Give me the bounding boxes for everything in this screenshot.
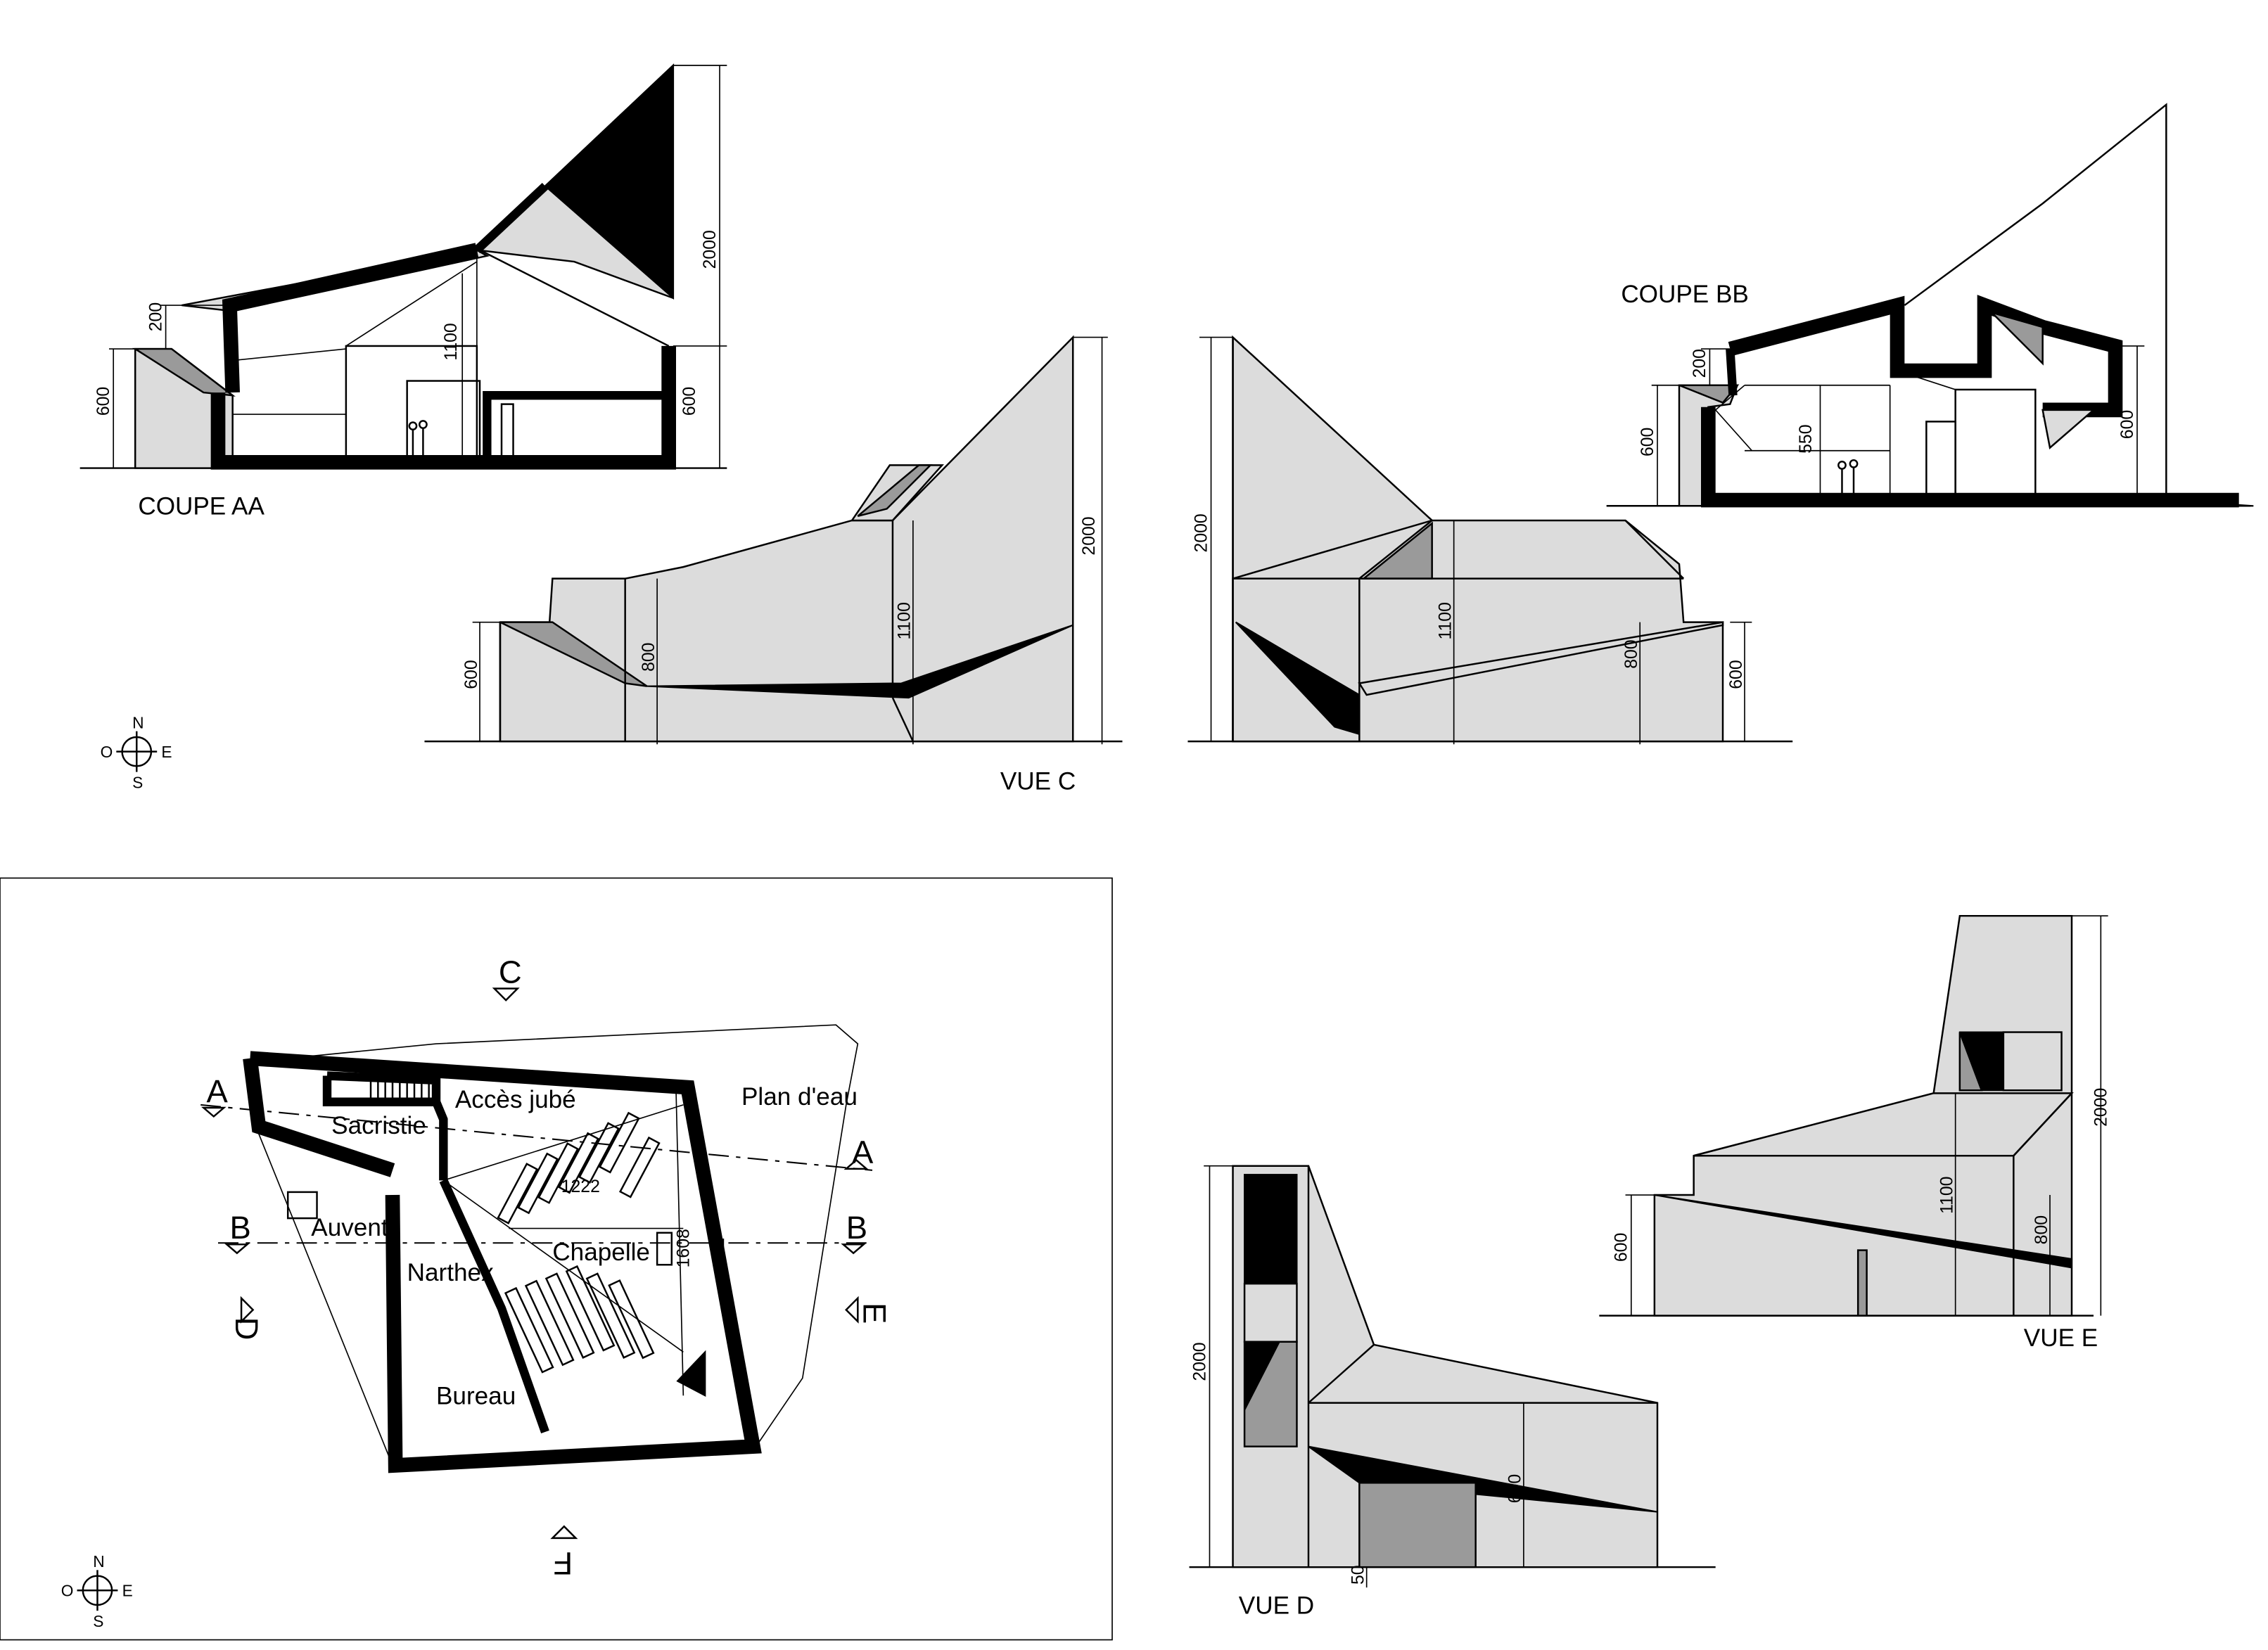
person-figures [1837,459,1859,497]
dim-label: 1100 [442,323,461,360]
compass-e: E [122,1582,133,1600]
room-label: Auvent [311,1214,388,1241]
cut-mark-a: A [852,1134,874,1170]
dim-label: 600 [1638,428,1657,456]
elevation-c: 2000 600 800 1100 VUE C [424,335,1123,795]
elevation-c-opposite: 2000 1100 800 600 [1187,335,1793,745]
compass-n: N [93,1552,104,1571]
floor-plan: A A B B C D E F Sacristie Accès jubé Pla… [0,877,1113,1641]
cut-mark-b: B [846,1210,867,1246]
person-figures [408,420,428,460]
drawing-title: COUPE AA [138,493,265,520]
dim-label: 2000 [1190,1342,1209,1381]
dim-label: 1222 [561,1177,600,1196]
section-aa: 2000 600 200 600 1100 COUPE AA [79,63,727,520]
dim-label: 600 [1727,660,1746,689]
dim-label: 800 [1622,639,1641,668]
room-label: Plan d'eau [741,1083,858,1111]
room-label: Bureau [436,1383,516,1410]
room-label: Accès jubé [455,1086,576,1113]
room-label: Chapelle [552,1239,650,1266]
room-label: Sacristie [331,1112,426,1139]
cut-mark-e: E [857,1303,893,1324]
dim-label: 50 [1349,1565,1368,1585]
stair [369,1080,430,1099]
drawing-title: COUPE BB [1621,281,1749,308]
dim-label: 800 [639,643,658,672]
dim-label: 2000 [1080,516,1099,555]
compass-e: E [161,743,172,761]
dim-label: 600 [1612,1233,1631,1262]
dim-label: 2000 [701,230,720,269]
compass-top: N S E O [101,714,172,792]
compass-s: S [93,1612,103,1630]
compass-s: S [132,773,143,791]
compass-bottom: N S E O [61,1552,133,1630]
dim-label: 800 [2032,1215,2051,1244]
dim-label: 600 [462,660,481,689]
dim-label: 600 [1506,1474,1525,1503]
compass-o: O [61,1582,74,1600]
dim-label: 600 [680,387,699,416]
dim-label: 1100 [896,602,915,639]
dim-label: 200 [146,302,165,331]
dim-label: 200 [1690,349,1709,378]
section-bb: COUPE BB 200 600 550 600 [1606,103,2254,508]
drawing-title: VUE D [1239,1592,1314,1619]
cut-mark-d: D [229,1317,265,1341]
cut-mark-b: B [230,1210,251,1246]
dim-label: 1608 [675,1229,694,1267]
elevation-e: 2000 1100 600 800 VUE E [1599,914,2111,1352]
dim-label: 1100 [1436,602,1455,639]
dim-label: 550 [1797,425,1816,454]
pews-upper [497,1111,661,1224]
room-label: Narthex [407,1259,494,1286]
cut-mark-a: A [206,1073,228,1109]
dim-label: 1100 [1938,1177,1957,1214]
pews-lower [504,1265,655,1374]
dim-label: 2000 [1192,513,1211,552]
dim-label: 600 [94,387,113,416]
dim-label: 2000 [2092,1088,2111,1127]
cut-mark-f: F [554,1546,573,1582]
dim-label: 600 [2118,410,2137,439]
compass-n: N [132,714,144,732]
drawing-title: VUE E [2024,1324,2098,1352]
drawing-title: VUE C [1000,767,1076,795]
elevation-d: 2000 600 50 VUE D [1189,1165,1716,1619]
cut-mark-c: C [499,954,522,990]
compass-o: O [101,743,113,761]
